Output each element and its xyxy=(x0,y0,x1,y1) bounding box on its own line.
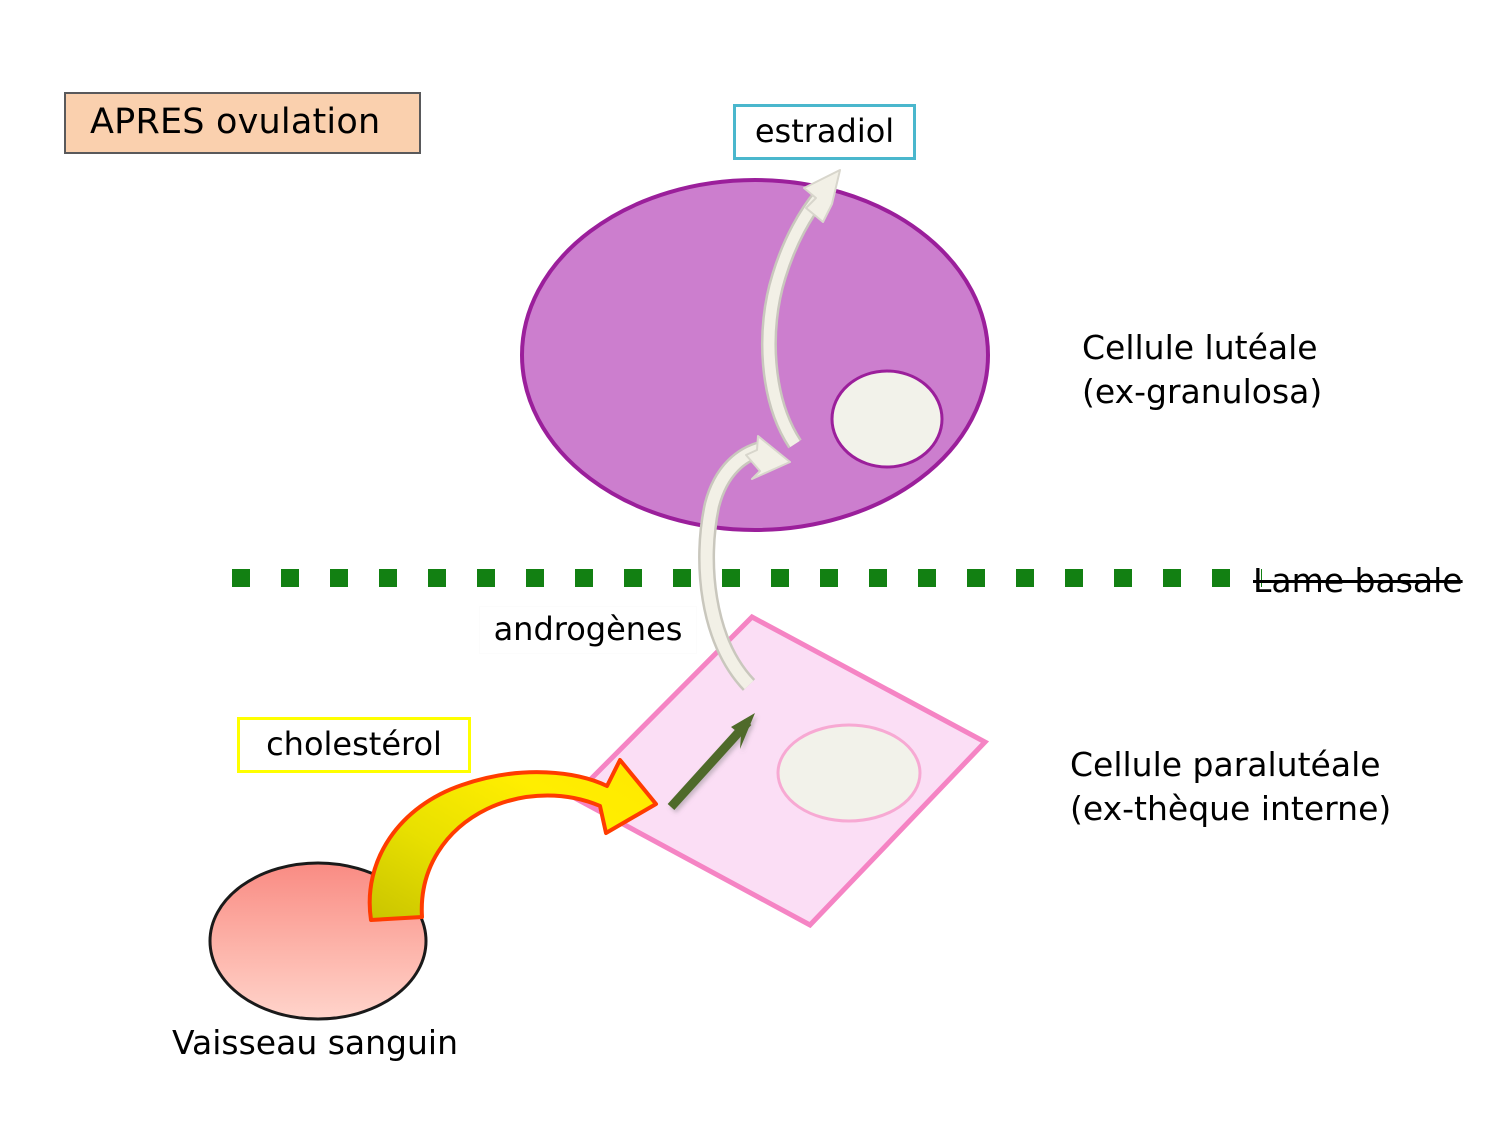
paraluteal-cell-label: Cellule paralutéale (ex-thèque interne) xyxy=(1070,743,1391,831)
estradiol-label-box: estradiol xyxy=(733,104,916,160)
luteal-cell-shape xyxy=(520,178,990,532)
lame-basale-label: Lame basale xyxy=(1253,561,1463,600)
blood-vessel-label: Vaisseau sanguin xyxy=(172,1023,458,1062)
cholesterol-transport-arrow xyxy=(367,758,658,922)
lame-basale-text: Lame basale xyxy=(1253,561,1463,600)
synthesis-arrow xyxy=(667,713,755,811)
paraluteal-cell-label-line2: (ex-thèque interne) xyxy=(1070,789,1392,828)
blood-vessel-label-text: Vaisseau sanguin xyxy=(172,1023,458,1062)
paraluteal-cell-label-line1: Cellule paralutéale xyxy=(1070,745,1381,784)
androgenes-label-box: androgènes xyxy=(479,606,697,654)
page-title: APRES ovulation xyxy=(90,102,381,143)
paraluteal-cell-nucleus xyxy=(776,723,922,823)
luteal-cell-nucleus xyxy=(830,369,944,469)
cholesterol-label: cholestérol xyxy=(266,724,442,763)
estradiol-output-arrow xyxy=(761,169,841,449)
androgenes-label: androgènes xyxy=(493,609,683,648)
cholesterol-label-box: cholestérol xyxy=(237,717,471,773)
luteal-cell-label-line2: (ex-granulosa) xyxy=(1082,372,1323,411)
luteal-cell-label: Cellule lutéale (ex-granulosa) xyxy=(1082,326,1322,414)
title-box: APRES ovulation xyxy=(64,92,421,154)
paraluteal-cell-shape xyxy=(568,613,990,929)
estradiol-label: estradiol xyxy=(754,111,895,150)
androgenes-transfer-arrow xyxy=(698,435,791,691)
luteal-cell-label-line1: Cellule lutéale xyxy=(1082,328,1318,367)
